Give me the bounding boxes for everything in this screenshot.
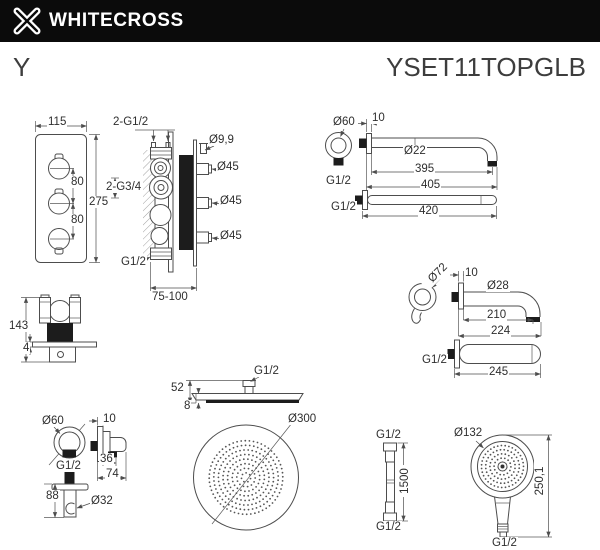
dim-valve-knob-gap-2: 80 — [70, 214, 85, 227]
dim-hand-shower-height: 250,1 — [533, 461, 547, 502]
dim-head-thread: G1/2 — [253, 365, 280, 378]
dim-arm-flange-diameter: Ø60 — [332, 116, 356, 129]
dim-hose-thread-top: G1/2 — [375, 429, 402, 442]
dim-spout-length-to-bend: 210 — [486, 309, 508, 322]
dim-arm-length-overall: 405 — [420, 179, 442, 192]
dim-arm-plate-offset: 10 — [371, 112, 386, 125]
dim-spout-tube-diameter: Ø28 — [486, 280, 510, 293]
hand-shower-drawing — [470, 434, 552, 538]
dim-arm-tube-diameter: Ø22 — [403, 145, 427, 158]
dim-valve-mounting-depth: 75-100 — [151, 291, 189, 304]
dim-arm-length-to-bend: 395 — [414, 163, 436, 176]
dim-spout-thread: G1/2 — [421, 354, 448, 367]
dim-outlet-holder-depth: 36 — [99, 453, 114, 466]
whitecross-logo-icon — [13, 7, 41, 35]
series-letter: Y — [13, 52, 31, 82]
header-bar: WHITECROSS — [0, 0, 600, 42]
dim-arm-side-view-thread: G1/2 — [330, 201, 357, 214]
dim-valve-side-connections: 2-G3/4 — [105, 181, 143, 194]
dim-hose-thread-bottom: G1/2 — [375, 521, 402, 534]
model-number: YSET11TOPGLB — [386, 52, 586, 82]
dim-arm-thread: G1/2 — [325, 175, 352, 188]
dim-valve-bottom-connection: G1/2 — [120, 256, 147, 269]
dim-hand-shower-thread: G1/2 — [491, 537, 518, 550]
dim-head-edge-thickness: 8 — [183, 400, 192, 413]
dim-outlet-plate-offset: 10 — [102, 413, 117, 426]
dim-outlet-flange-diameter: Ø60 — [41, 415, 65, 428]
dim-valve-height: 275 — [88, 196, 110, 209]
dim-hose-length: 1500 — [398, 465, 412, 498]
dim-valve-knob-gap-1: 80 — [70, 176, 85, 189]
nozzle-dot-pattern — [208, 439, 284, 516]
dim-valve-width: 115 — [47, 116, 68, 129]
dim-outlet-elbow-height: 88 — [45, 490, 60, 503]
head-shower-face-drawing — [193, 422, 299, 531]
head-shower-side-drawing — [186, 376, 304, 409]
dim-valve-handle-diameter-1: Ø45 — [216, 161, 240, 174]
dim-valve-handle-diameter-3: Ø45 — [219, 230, 243, 243]
dim-arm-side-view-length: 420 — [418, 205, 440, 218]
dim-bracket-plate-thickness: 4 — [22, 342, 31, 355]
dim-head-diameter: Ø300 — [287, 413, 318, 426]
dim-bracket-height: 143 — [8, 320, 30, 333]
dim-outlet-hook-diameter: Ø32 — [90, 495, 114, 508]
dim-spout-side-view-length: 245 — [488, 366, 510, 379]
dim-spout-plate-offset: 10 — [464, 267, 479, 280]
dim-valve-stem-diameter: Ø9,9 — [208, 134, 235, 147]
valve-front-view — [35, 121, 100, 263]
dim-head-height: 52 — [170, 382, 185, 395]
dim-valve-handle-diameter-2: Ø45 — [219, 195, 243, 208]
dim-hand-shower-diameter: Ø132 — [453, 427, 484, 440]
dim-valve-top-connections: 2-G1/2 — [112, 116, 150, 129]
dim-outlet-holder-width: 74 — [105, 468, 120, 481]
brand-name: WHITECROSS — [49, 10, 184, 31]
dim-spout-length-overall: 224 — [490, 325, 512, 338]
dim-outlet-thread: G1/2 — [55, 460, 82, 473]
valve-side-view — [111, 129, 223, 291]
mounting-bracket-drawing — [21, 294, 97, 363]
